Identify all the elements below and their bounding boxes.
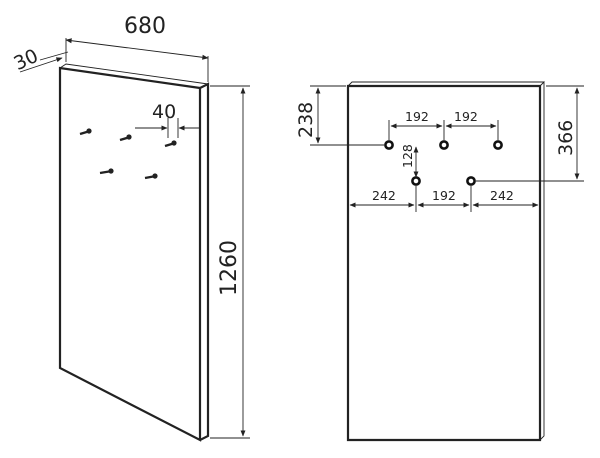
- hook-spacing-label: 40: [152, 101, 176, 123]
- front-panel-top-edge: [59, 63, 209, 85]
- top-to-upper-holes-dimension: 238: [295, 85, 384, 146]
- mount-hole: [466, 176, 476, 186]
- hook-spacing-dimension: 40: [135, 101, 200, 138]
- back-view: 238 366 192 192 128: [295, 80, 584, 442]
- hook: [119, 134, 132, 142]
- mount-hole: [411, 176, 421, 186]
- upper-spacing-right-label: 192: [454, 109, 478, 124]
- width-dimension: 680: [65, 14, 209, 82]
- front-panel-edge: [199, 82, 210, 441]
- lower-middle-label: 192: [432, 188, 456, 203]
- mount-hole: [493, 140, 503, 150]
- vertical-hole-offset-label: 128: [400, 144, 415, 168]
- vertical-hole-offset-dimension: 128: [400, 144, 419, 178]
- height-label: 1260: [217, 240, 242, 296]
- mount-hole: [439, 140, 449, 150]
- lower-left-margin-label: 242: [372, 188, 396, 203]
- front-panel-outline: [58, 66, 202, 442]
- top-to-lower-holes-label: 366: [555, 120, 577, 156]
- hook: [79, 128, 92, 136]
- back-panel-edge: [539, 80, 545, 441]
- hook: [144, 173, 158, 180]
- depth-label: 30: [10, 45, 41, 75]
- lower-hole-spacing-dimension: 242 192 242: [349, 186, 539, 212]
- hook: [164, 140, 177, 148]
- width-label: 680: [124, 14, 166, 39]
- hook: [99, 168, 114, 175]
- top-to-lower-holes-dimension: 366: [476, 85, 584, 182]
- upper-hole-spacing-dimension: 192 192: [388, 109, 499, 140]
- lower-right-margin-label: 242: [490, 188, 514, 203]
- mount-hole: [384, 140, 394, 150]
- upper-spacing-left-label: 192: [405, 109, 429, 124]
- front-view: 680 30 40 1260: [10, 14, 250, 442]
- top-to-upper-holes-label: 238: [295, 102, 317, 138]
- height-dimension: 1260: [210, 85, 250, 439]
